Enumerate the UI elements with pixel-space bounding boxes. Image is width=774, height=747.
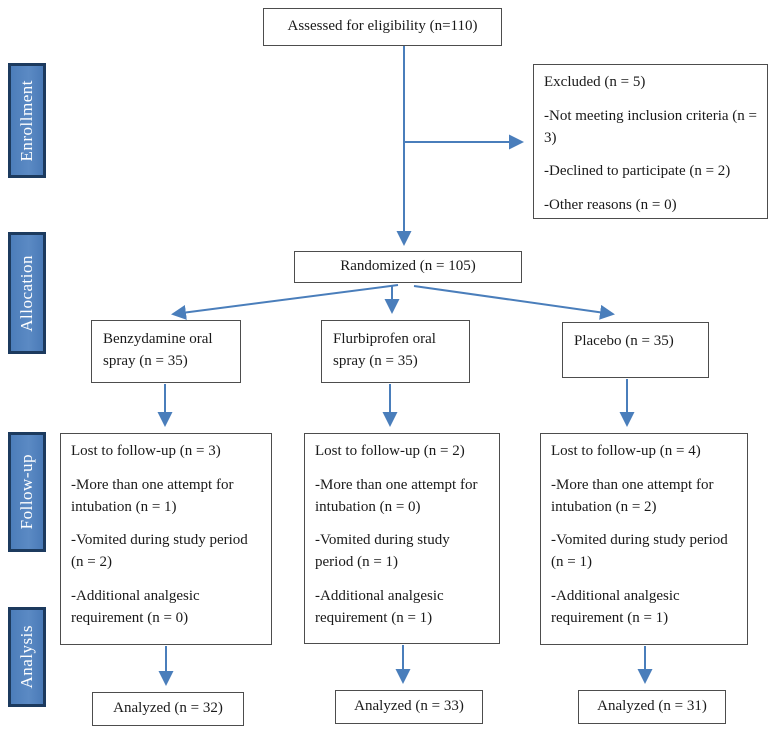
allocation-box-benzydamine: Benzydamine oral spray (n = 35) — [91, 320, 241, 383]
followup-item: -Additional analgesic requirement (n = 0… — [71, 587, 200, 626]
followup-box-flurbiprofen: Lost to follow-up (n = 2) -More than one… — [304, 433, 500, 644]
stage-label-enrollment: Enrollment — [8, 63, 46, 178]
stage-label-analysis-text: Analysis — [17, 625, 36, 689]
stage-label-followup-text: Follow-up — [17, 454, 36, 530]
followup-box-benzydamine: Lost to follow-up (n = 3) -More than one… — [60, 433, 272, 645]
followup-item: -Vomited during study period (n = 2) — [71, 532, 248, 570]
analyzed-text: Analyzed (n = 32) — [113, 700, 223, 717]
followup-box-placebo: Lost to follow-up (n = 4) -More than one… — [540, 433, 748, 645]
allocation-box-flurbiprofen: Flurbiprofen oral spray (n = 35) — [321, 320, 470, 383]
followup-title: Lost to follow-up (n = 3) — [71, 443, 221, 459]
followup-title: Lost to follow-up (n = 2) — [315, 443, 465, 459]
allocation-text: Benzydamine oral spray (n = 35) — [103, 331, 213, 369]
followup-item: -Additional analgesic requirement (n = 1… — [315, 587, 444, 626]
stage-label-enrollment-text: Enrollment — [17, 79, 36, 162]
followup-item: -Vomited during study period (n = 1) — [315, 532, 450, 570]
stage-label-analysis: Analysis — [8, 607, 46, 707]
allocation-text: Placebo (n = 35) — [574, 333, 674, 349]
excluded-box: Excluded (n = 5) -Not meeting inclusion … — [533, 64, 768, 219]
analyzed-box-flurbiprofen: Analyzed (n = 33) — [335, 690, 483, 724]
followup-item: -Additional analgesic requirement (n = 1… — [551, 587, 680, 626]
assessed-box: Assessed for eligibility (n=110) — [263, 8, 502, 46]
allocation-text: Flurbiprofen oral spray (n = 35) — [333, 331, 436, 369]
analyzed-text: Analyzed (n = 33) — [354, 698, 464, 715]
assessed-text: Assessed for eligibility (n=110) — [287, 18, 478, 35]
followup-item: -More than one attempt for intubation (n… — [71, 476, 234, 515]
stage-label-allocation: Allocation — [8, 232, 46, 354]
arrow-randomized-to-placebo — [413, 285, 615, 320]
followup-item: -More than one attempt for intubation (n… — [551, 476, 714, 515]
randomized-text: Randomized (n = 105) — [340, 258, 476, 275]
excluded-item: -Other reasons (n = 0) — [544, 197, 677, 213]
followup-title: Lost to follow-up (n = 4) — [551, 443, 701, 459]
arrow-randomized-to-benzydamine — [171, 284, 399, 320]
stage-label-followup: Follow-up — [8, 432, 46, 552]
stage-label-allocation-text: Allocation — [17, 254, 36, 332]
randomized-box: Randomized (n = 105) — [294, 251, 522, 283]
followup-item: -Vomited during study period (n = 1) — [551, 532, 728, 570]
followup-item: -More than one attempt for intubation (n… — [315, 476, 478, 515]
analyzed-box-placebo: Analyzed (n = 31) — [578, 690, 726, 724]
excluded-item: -Not meeting inclusion criteria (n = 3) — [544, 107, 757, 146]
allocation-box-placebo: Placebo (n = 35) — [562, 322, 709, 378]
analyzed-box-benzydamine: Analyzed (n = 32) — [92, 692, 244, 726]
excluded-item: -Declined to participate (n = 2) — [544, 163, 731, 180]
excluded-title: Excluded (n = 5) — [544, 74, 646, 90]
analyzed-text: Analyzed (n = 31) — [597, 698, 707, 715]
